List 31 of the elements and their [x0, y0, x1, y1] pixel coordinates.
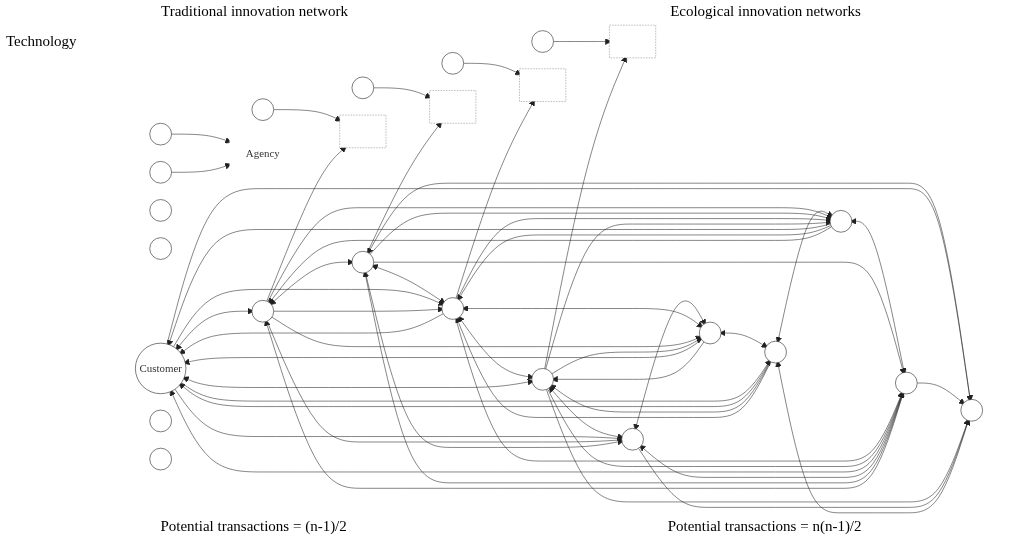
node-circle [351, 76, 374, 99]
node-bar [339, 114, 387, 148]
label-text: Potential transactions = n(n-1)/2 [667, 518, 862, 535]
label-text: Technology [6, 33, 77, 49]
node-circle [829, 210, 853, 233]
label-text: Potential transactions = (n-1)/2 [160, 518, 347, 535]
node-bar [519, 68, 566, 102]
label-text: Ecological innovation networks [670, 3, 861, 20]
node-circle [149, 199, 172, 222]
label-text: Traditional innovation network [161, 3, 348, 20]
node-circle [149, 409, 172, 433]
node-circle [149, 237, 172, 260]
node-circle [895, 371, 918, 395]
node-circle [149, 123, 172, 146]
node-circle [149, 161, 172, 184]
node-circle [621, 428, 644, 451]
node-circle [960, 399, 983, 422]
node-circle: Customer [135, 342, 187, 394]
node-circle [251, 300, 274, 323]
node-circle [441, 52, 464, 75]
node-bar [609, 25, 656, 58]
node-circle [351, 251, 374, 274]
node-circle [441, 297, 464, 320]
node-circle [531, 368, 554, 391]
node-circle [699, 321, 722, 345]
node-circle [531, 30, 554, 53]
node-circle [764, 340, 787, 364]
node-bar [429, 90, 477, 124]
node-text: Agency [245, 146, 280, 160]
node-circle [251, 98, 274, 121]
node-circle [149, 447, 172, 471]
